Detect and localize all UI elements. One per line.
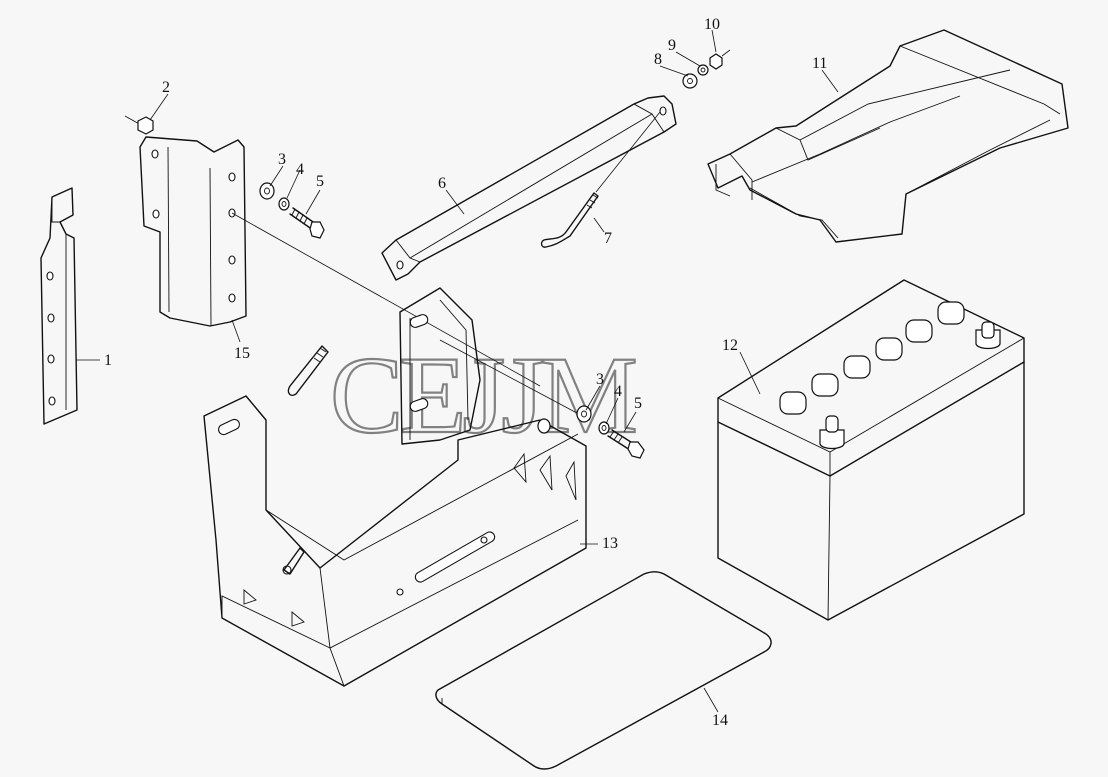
part-6-top-strap	[381, 95, 677, 281]
callout-2: 2	[162, 79, 170, 96]
part-5-bolt-lower	[607, 429, 645, 459]
callout-5-lower: 5	[634, 395, 642, 412]
part-4-lockwasher-upper	[278, 197, 290, 211]
callout-1: 1	[104, 352, 112, 369]
callout-8: 8	[654, 51, 662, 68]
part-8-washer	[682, 73, 698, 89]
part-12-battery	[717, 279, 1025, 621]
callout-6: 6	[438, 175, 446, 192]
leader-lines	[76, 29, 839, 713]
assembly-line-upper	[231, 212, 541, 387]
callout-4-upper: 4	[296, 161, 304, 178]
callout-7: 7	[604, 230, 612, 247]
part-14-pad	[435, 571, 772, 770]
callout-10: 10	[704, 16, 720, 33]
part-3-washer-lower	[576, 405, 592, 423]
callout-15: 15	[234, 345, 250, 362]
part-1-bracket-strip	[40, 187, 78, 425]
callout-9: 9	[668, 37, 676, 54]
watermark: CEJJM	[330, 334, 635, 456]
callout-11: 11	[812, 55, 827, 72]
callout-4-lower: 4	[614, 383, 622, 400]
callout-12: 12	[722, 337, 738, 354]
nut-lower	[537, 418, 551, 434]
part-5-bolt-upper	[289, 207, 325, 239]
callout-13: 13	[602, 535, 618, 552]
part-3-washer-upper	[259, 182, 275, 200]
part-9-lockwasher	[697, 64, 709, 76]
callout-5-upper: 5	[316, 173, 324, 190]
stud-bolt-tray	[283, 547, 305, 575]
part-2-nut	[124, 115, 154, 135]
callout-14: 14	[712, 712, 728, 729]
part-4-lockwasher-lower	[598, 421, 610, 435]
part-13-battery-tray	[203, 287, 587, 687]
part-15-bracket-plate	[139, 136, 247, 327]
part-10-nut	[709, 49, 731, 70]
callout-3-upper: 3	[278, 151, 286, 168]
stud-bolt-left	[287, 345, 329, 396]
part-11-battery-cover	[707, 29, 1069, 243]
callout-3-lower: 3	[596, 371, 604, 388]
assembly-line-lower	[439, 339, 591, 421]
part-7-j-bolt	[540, 111, 661, 248]
